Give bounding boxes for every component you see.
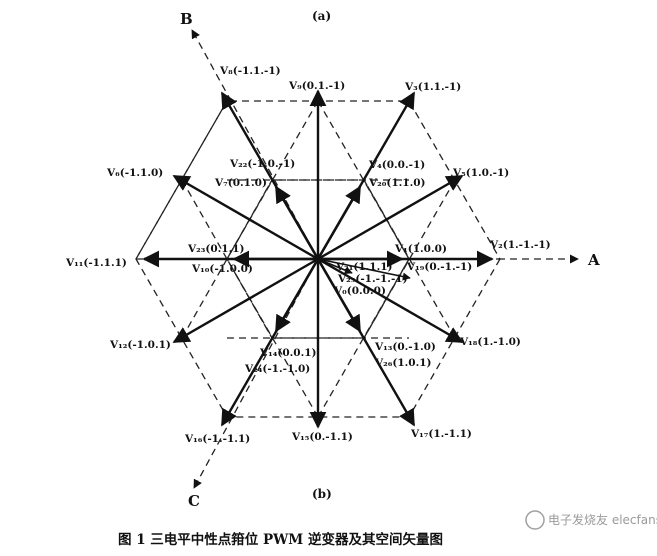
axis-b-label: B <box>180 10 193 28</box>
grid-line-diag-3 <box>317 100 410 260</box>
label-v17: V₁₇(1.-1.1) <box>410 428 472 440</box>
grid-line-diag-5 <box>317 258 410 418</box>
label-v3: V₃(1.1.-1) <box>404 81 461 93</box>
figure-caption: 图 1 三电平中性点箝位 PWM 逆变器及其空间矢量图 <box>118 531 443 548</box>
label-v16: V₁₆(-1.-1.1) <box>184 433 250 445</box>
vector-v5 <box>317 174 464 261</box>
label-v5: V₅(1.0.-1) <box>452 167 509 179</box>
axis-c <box>193 258 319 489</box>
label-v11: V₁₁(-1.1.1) <box>65 257 127 269</box>
label-v2: V₂(1.-1.-1) <box>489 239 551 251</box>
watermark-logo-icon <box>525 510 545 530</box>
vector-v25 <box>317 258 411 281</box>
label-panel-a: (a) <box>312 9 331 23</box>
label-v23: V₂₃(0.1.1) <box>187 243 245 255</box>
label-v6: V₆(-1.1.0) <box>106 167 163 179</box>
label-v18: V₁₈(1.-1.0) <box>459 336 521 348</box>
vector-v7 <box>274 185 320 260</box>
label-v8: V₈(-1.1.-1) <box>219 65 281 77</box>
label-v10: V₁₀(-1.0.0) <box>191 263 253 275</box>
vector-v4 <box>316 185 362 260</box>
label-v13: V₁₃(0.-1.0) <box>374 341 436 353</box>
label-v15: V₁₅(0.-1.1) <box>291 431 353 443</box>
space-vectors <box>142 89 494 429</box>
label-panel-b: (b) <box>312 487 332 501</box>
label-v19: V₁₉(0.-1.-1) <box>406 261 472 273</box>
grid-line-diag-9 <box>363 179 456 339</box>
label-v21: V₂₁(1.1.1) <box>335 261 393 273</box>
vector-labels: V₈(-1.1.-1) V₉(0.1.-1) V₃(1.1.-1) V₂₂(-1… <box>65 65 551 445</box>
label-v9: V₉(0.1.-1) <box>288 80 345 92</box>
vector-v14 <box>274 258 320 333</box>
watermark: 电子发烧友 elecfans.com <box>525 510 657 530</box>
label-v4: V₄(0.0.-1) <box>368 159 425 171</box>
label-v20: V₂₀(1.1.0) <box>368 177 426 189</box>
label-v14: V₁₄(0.0.1) <box>259 347 317 359</box>
vector-v6 <box>172 174 319 261</box>
label-v0: V₀(0.0.0) <box>333 285 386 297</box>
grid-line-diag-11 <box>363 179 456 339</box>
grid-line-diag-7 <box>135 100 228 260</box>
phase-axes <box>191 29 579 489</box>
axis-c-label: C <box>188 492 200 510</box>
axis-a-label: A <box>587 251 600 269</box>
label-v26: V₂₆(1.0.1) <box>374 357 432 369</box>
grid-line-diag-4 <box>226 100 319 260</box>
vector-v12 <box>172 257 319 344</box>
watermark-text: 电子发烧友 elecfans.com <box>548 512 657 527</box>
vector-v21 <box>317 258 353 274</box>
label-v1: V₁(1.0.0) <box>394 243 447 255</box>
vector-v18 <box>317 257 464 344</box>
axis-b <box>191 29 319 260</box>
label-v24: V₂₄(-1.-1.0) <box>244 363 310 375</box>
label-v22: V₂₂(-1.0.-1) <box>229 158 295 170</box>
label-v25: V₂₅(-1.-1.-1) <box>337 273 408 285</box>
grid-line-diag-6 <box>226 258 319 418</box>
label-v7: V₇(0.1.0) <box>214 177 267 189</box>
label-v12: V₁₂(-1.0.1) <box>109 339 171 351</box>
vector-v26 <box>316 258 362 333</box>
